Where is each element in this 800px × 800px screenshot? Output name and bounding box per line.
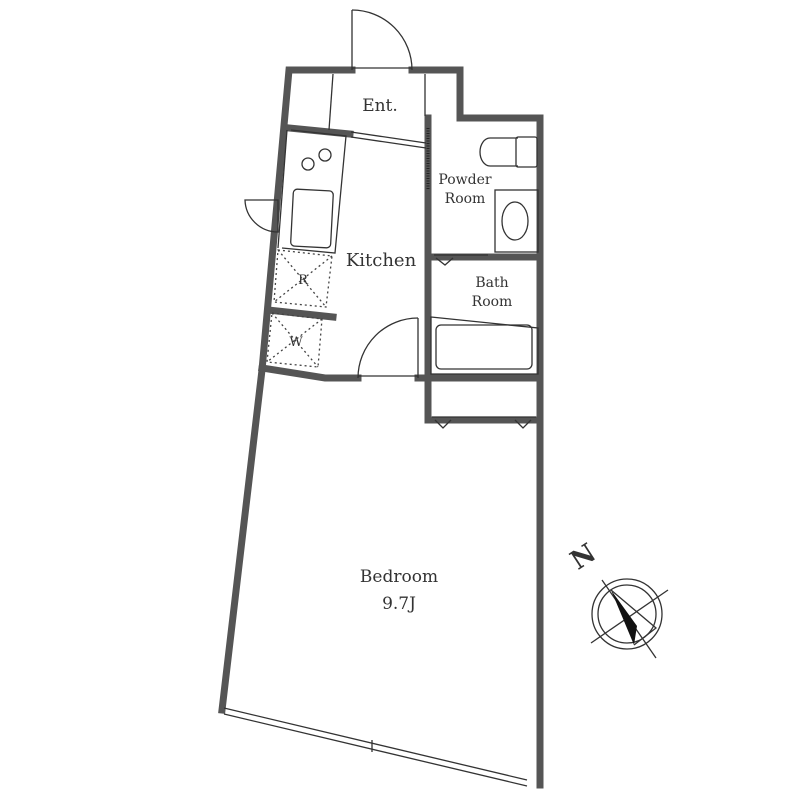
outer-walls <box>218 66 544 789</box>
bedroom-label: Bedroom <box>360 567 438 587</box>
stove-burner-icon <box>301 157 315 171</box>
bedroom-window <box>223 707 528 787</box>
powder-room-label: Powder <box>438 172 492 188</box>
refrigerator-space: R <box>273 249 333 308</box>
bath-room-label-2: Room <box>472 294 513 310</box>
kitchen-counter <box>277 129 347 254</box>
washer-label: W <box>289 335 303 350</box>
refrigerator-label: R <box>298 273 309 288</box>
closet-door[interactable] <box>432 416 536 429</box>
washbasin-icon <box>494 189 539 253</box>
side-door[interactable] <box>244 199 279 233</box>
entrance-door[interactable] <box>351 9 413 71</box>
kitchen-label: Kitchen <box>346 250 417 271</box>
stove-burner-icon <box>318 148 332 162</box>
entrance-label: Ent. <box>362 96 398 116</box>
bedroom-size-label: 9.7J <box>382 594 416 614</box>
bath-door[interactable] <box>434 254 488 266</box>
bathtub-icon <box>430 316 539 375</box>
kitchen-door[interactable] <box>357 317 419 379</box>
compass-icon: N <box>565 538 669 659</box>
entrance-step-left <box>328 73 334 131</box>
sink-icon <box>290 188 334 249</box>
bath-room-label: Bath <box>475 275 508 291</box>
north-label: N <box>565 538 601 576</box>
kitchen-sliding-door[interactable] <box>350 131 427 149</box>
washer-space: W <box>266 312 323 368</box>
toilet-icon <box>479 136 538 168</box>
powder-room-label-2: Room <box>445 191 486 207</box>
